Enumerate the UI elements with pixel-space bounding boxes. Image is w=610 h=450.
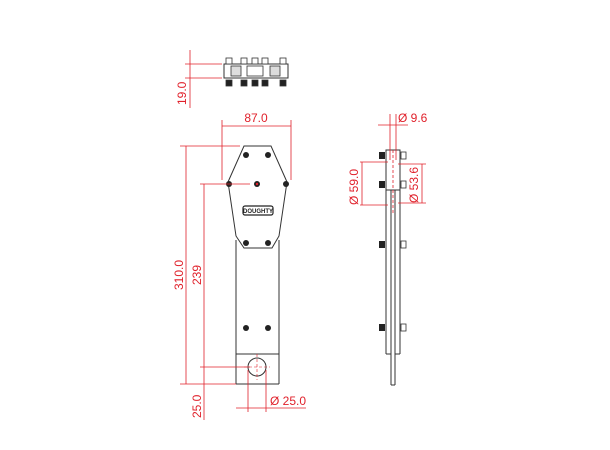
dim-label-87: 87.0 [244, 111, 268, 125]
dim-label-d53-6: Ø 53.6 [407, 167, 421, 203]
dim-clamp-slot [378, 114, 408, 214]
dim-top-height [185, 50, 222, 108]
dim-label-239: 239 [190, 265, 204, 285]
mounting-holes [226, 152, 289, 331]
brand-badge: DOUGHTY [242, 205, 274, 216]
dim-label-19: 19.0 [175, 81, 189, 105]
center-mark [255, 182, 259, 186]
dim-label-d9-6: Ø 9.6 [398, 111, 428, 125]
front-view [227, 145, 288, 385]
dim-total-height [180, 145, 240, 385]
side-bolts [379, 151, 407, 332]
dim-width [221, 120, 292, 180]
dim-label-d25: Ø 25.0 [270, 394, 306, 408]
dim-label-310: 310.0 [172, 260, 186, 290]
dim-clamp-inner [398, 163, 426, 204]
dim-label-25: 25.0 [190, 394, 204, 418]
dim-bottom-hole [236, 370, 306, 412]
top-view [223, 57, 289, 87]
dim-hole-offset [200, 183, 250, 420]
dim-clamp-outer [360, 161, 388, 206]
svg-text:DOUGHTY: DOUGHTY [243, 209, 273, 215]
dim-label-d59: Ø 59.0 [347, 169, 361, 205]
side-view [385, 149, 401, 386]
